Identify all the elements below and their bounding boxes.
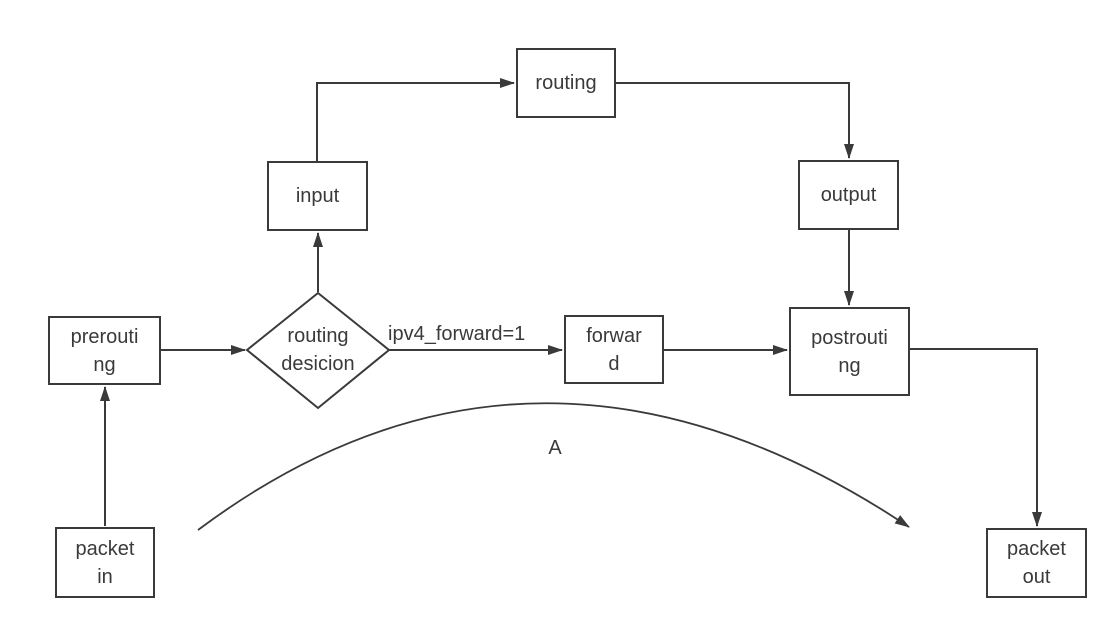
node-routing: routing <box>516 48 616 118</box>
edge-postrouting-to-packet-out <box>910 348 1042 527</box>
node-output-label: output <box>820 184 877 206</box>
routing-decision-diamond <box>245 291 391 410</box>
node-postrouting: postrouti ng <box>789 307 910 396</box>
edge-input-to-routing <box>316 78 515 161</box>
node-forward: forwar d <box>564 315 664 384</box>
node-packet-in: packet in <box>55 527 155 598</box>
node-input: input <box>267 161 368 231</box>
node-input-label: input <box>295 185 340 207</box>
edge-label-ipv4-forward: ipv4_forward=1 <box>388 323 526 345</box>
edge-routing-to-output <box>616 82 854 159</box>
node-prerouting: prerouti ng <box>48 316 161 385</box>
node-output: output <box>798 160 899 230</box>
node-routing-decision-label: routing desicion <box>281 325 355 375</box>
node-prerouting-label: prerouti ng <box>70 325 139 376</box>
node-forward-label: forwar d <box>586 324 642 375</box>
node-packet-in-label: packet in <box>75 537 135 588</box>
node-routing-label: routing <box>535 72 597 94</box>
edge-label-a: A <box>548 437 562 459</box>
node-packet-out: packet out <box>986 528 1087 598</box>
node-postrouting-label: postrouti ng <box>811 326 888 377</box>
node-packet-out-label: packet out <box>1007 538 1066 588</box>
edge-curve-a <box>197 402 910 531</box>
